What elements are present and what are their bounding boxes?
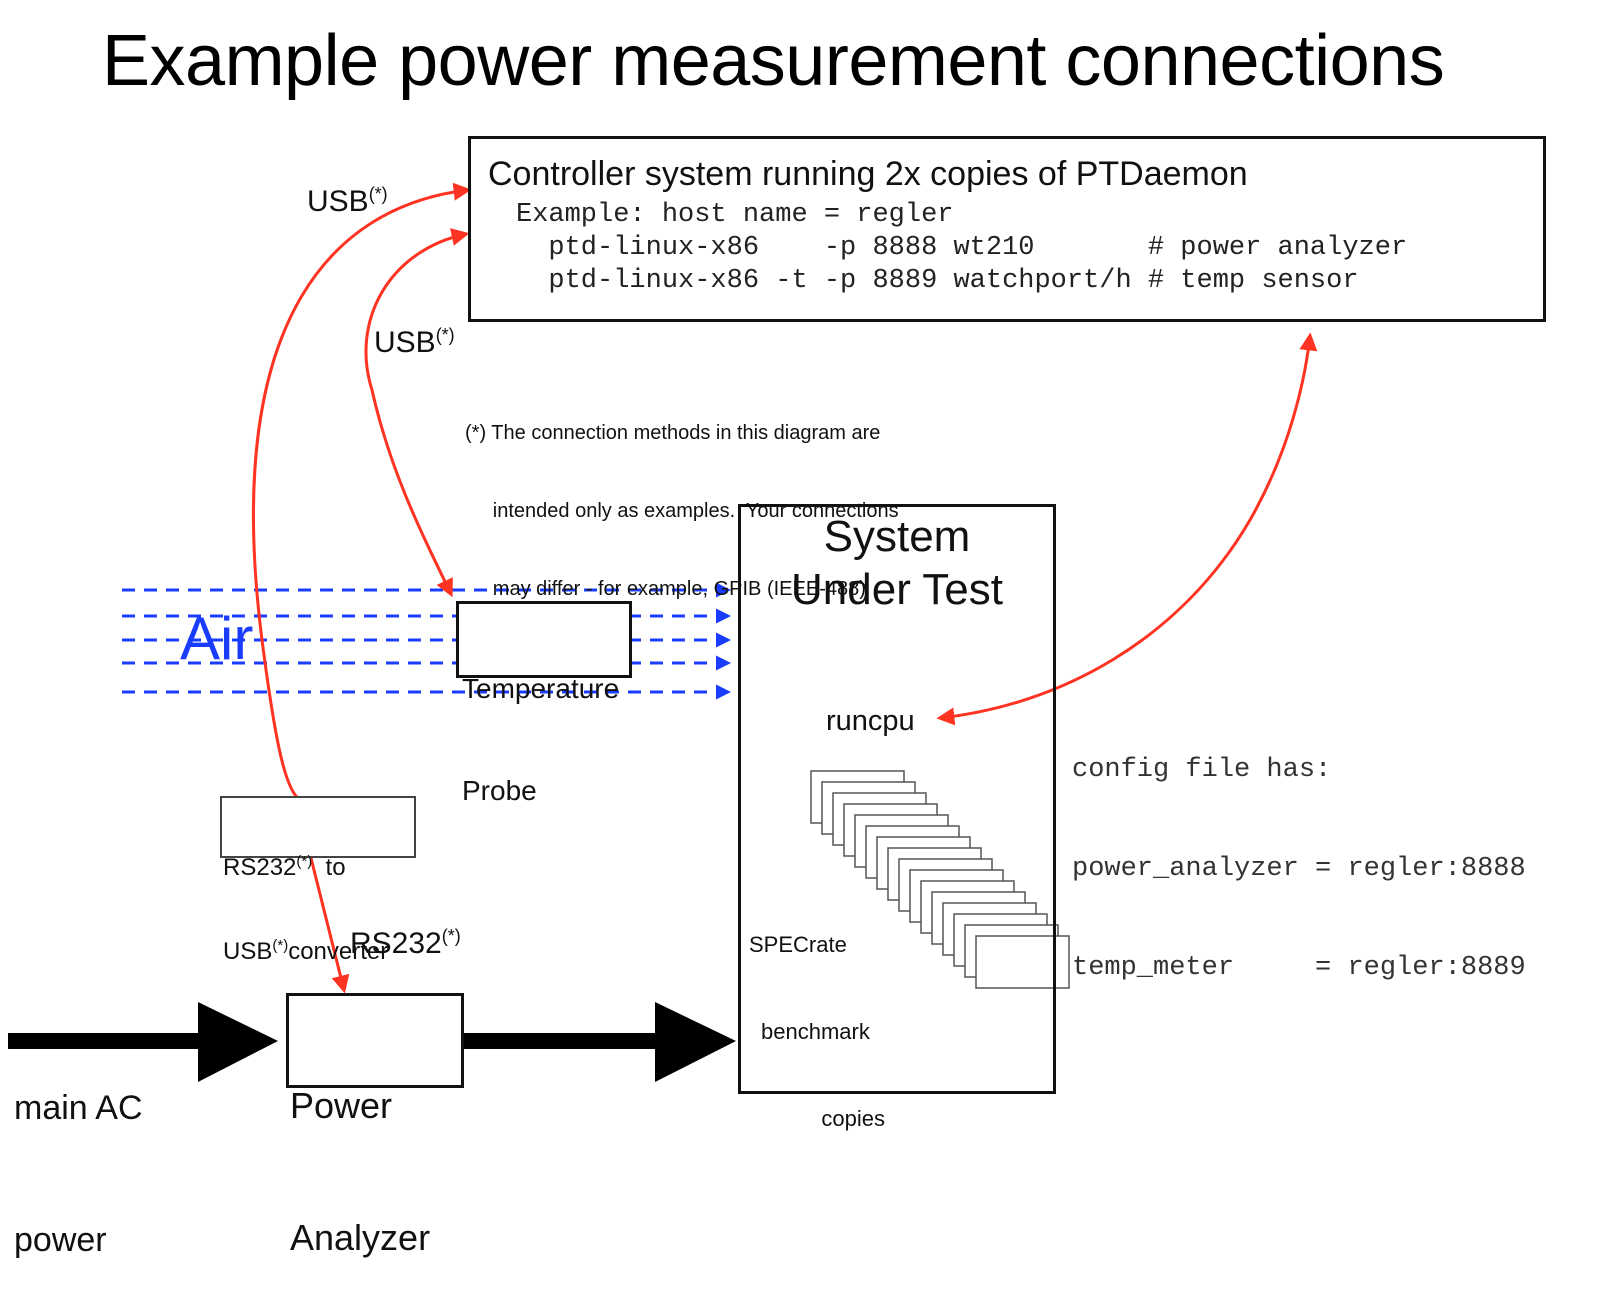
usb-label-mid: USB(*) <box>374 325 455 361</box>
temperature-probe-line: Temperature <box>462 673 620 704</box>
power-analyzer-box <box>286 993 464 1088</box>
specrate-line: SPECrate <box>749 932 847 957</box>
temperature-probe-label: Temperature Probe <box>462 604 619 842</box>
power-analyzer-line: Power <box>290 1085 393 1126</box>
usb-converter-to-analyzer-line <box>309 857 350 994</box>
system-under-test-title: System Under Test <box>738 510 1056 616</box>
system-under-test-box <box>738 504 1056 1094</box>
diagram-canvas <box>8 182 1318 1082</box>
specrate-line: benchmark <box>761 1019 870 1044</box>
rs232-label: RS232(*) <box>350 926 461 962</box>
airflow-streams <box>122 582 731 700</box>
rs232-label-text: RS232 <box>350 927 442 960</box>
runcpu-to-controller-line <box>936 332 1318 726</box>
benchmark-copies-stack <box>810 770 1070 989</box>
usb-label-mid-text: USB <box>374 326 436 359</box>
config-line: config file has: <box>1072 755 1332 785</box>
main-ac-line: main AC <box>14 1089 143 1127</box>
power-analyzer-line: Analyzer <box>290 1217 431 1258</box>
main-power-arrow <box>8 1002 278 1082</box>
controller-line-hostname: Example: host name = regler <box>516 200 954 230</box>
converter-label: RS232(*) to USB(*)converter <box>223 798 388 994</box>
converter-line-2: USB(*)converter <box>223 938 388 966</box>
usb-controller-to-converter-line <box>252 182 472 802</box>
converter-line-1: RS232(*) to <box>223 854 388 882</box>
page-title: Example power measurement connections <box>102 21 1445 101</box>
footnote-mark: (*) <box>296 853 313 870</box>
specrate-label: SPECrate benchmark copies <box>745 872 885 1162</box>
controller-system-box <box>468 136 1546 322</box>
air-label: Air <box>180 605 254 672</box>
converter-text: RS232 <box>223 854 297 881</box>
config-line: temp_meter = regler:8889 <box>1072 953 1526 983</box>
controller-title: Controller system running 2x copies of P… <box>488 155 1248 193</box>
controller-line-temp-sensor: ptd-linux-x86 -t -p 8889 watchport/h # t… <box>516 266 1359 296</box>
temperature-probe-box <box>456 601 632 678</box>
main-ac-line: power <box>14 1221 107 1259</box>
converter-text: converter <box>288 938 389 965</box>
footnote-line: (*) The connection methods in this diagr… <box>465 422 881 444</box>
config-line: power_analyzer = regler:8888 <box>1072 854 1526 884</box>
usb-controller-to-probe-line <box>364 228 470 598</box>
usb-label-top: USB(*) <box>307 184 388 220</box>
rs232-usb-converter-box <box>220 796 416 858</box>
controller-line-power-analyzer: ptd-linux-x86 -p 8888 wt210 # power anal… <box>516 233 1408 263</box>
power-analyzer-label: Power Analyzer <box>290 996 430 1304</box>
sut-title-line: System <box>823 512 971 561</box>
power-to-sut-arrow <box>464 1002 736 1082</box>
converter-text: to <box>312 854 346 881</box>
footnote-line: may differ - for example, GPIB (IEEE-488… <box>465 578 866 600</box>
usb-label-top-text: USB <box>307 185 369 218</box>
converter-text: USB <box>223 938 273 965</box>
specrate-line: copies <box>821 1106 885 1131</box>
main-ac-power-label: main AC power <box>14 998 143 1306</box>
footnote: (*) The connection methods in this diagr… <box>465 368 899 628</box>
footnote-mark: (*) <box>272 937 289 954</box>
footnote-mark: (*) <box>435 325 455 345</box>
temperature-probe-line: Probe <box>462 775 537 806</box>
sut-title-line: Under Test <box>791 565 1003 614</box>
footnote-mark: (*) <box>368 184 388 204</box>
runcpu-label: runcpu <box>826 705 915 737</box>
footnote-mark: (*) <box>441 926 461 946</box>
config-file-text: config file has: power_analyzer = regler… <box>1072 688 1526 1018</box>
